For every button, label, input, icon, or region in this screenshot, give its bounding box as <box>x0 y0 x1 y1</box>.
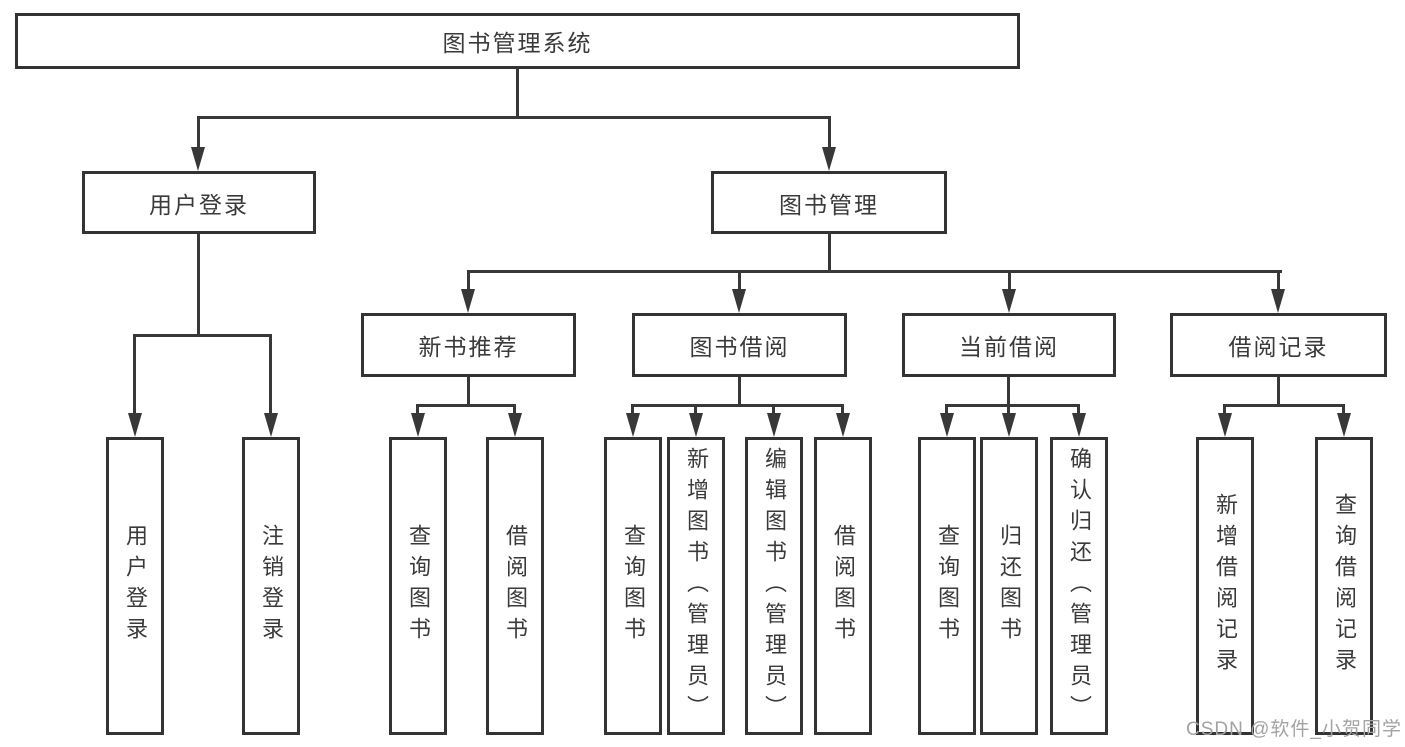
leaf-query-books-borrow: 查询图书 <box>604 437 662 735</box>
leaf-query-books-current: 查询图书 <box>918 437 976 735</box>
arrow-down-icon <box>1271 289 1285 313</box>
connector-line <box>416 404 516 407</box>
node-book-management: 图书管理 <box>711 171 947 234</box>
leaf-label: 借阅图书 <box>831 524 856 648</box>
leaf-label: 借阅图书 <box>503 524 528 648</box>
leaf-add-book-admin: 新增图书（管理员） <box>667 437 725 735</box>
leaf-user-login: 用户登录 <box>106 437 164 735</box>
connector-line <box>513 404 516 416</box>
arrow-down-icon <box>940 413 954 437</box>
connector-line <box>1077 404 1080 416</box>
connector-line <box>467 270 470 292</box>
connector-line <box>197 234 200 337</box>
leaf-return-book: 归还图书 <box>980 437 1038 735</box>
leaf-query-borrow-record: 查询借阅记录 <box>1315 437 1373 735</box>
connector-line <box>631 404 634 416</box>
connector-line <box>467 270 1282 273</box>
arrow-down-icon <box>836 413 850 437</box>
arrow-down-icon <box>767 413 781 437</box>
leaf-label: 注销登录 <box>259 524 284 648</box>
connector-line <box>1007 377 1010 407</box>
arrow-down-icon <box>264 413 278 437</box>
connector-line <box>1008 270 1011 292</box>
arrow-down-icon <box>689 413 703 437</box>
arrow-down-icon <box>1218 413 1232 437</box>
arrow-down-icon <box>128 413 142 437</box>
connector-line <box>1223 404 1345 407</box>
node-borrow-records: 借阅记录 <box>1170 313 1387 377</box>
arrow-down-icon <box>626 413 640 437</box>
connector-line <box>945 404 1080 407</box>
arrow-down-icon <box>1337 413 1351 437</box>
leaf-edit-book-admin: 编辑图书（管理员） <box>745 437 803 735</box>
connector-line <box>133 334 272 337</box>
leaf-label: 查询图书 <box>406 524 431 648</box>
connector-line <box>133 334 136 416</box>
connector-line <box>945 404 948 416</box>
arrow-down-icon <box>1002 289 1016 313</box>
leaf-logout: 注销登录 <box>242 437 300 735</box>
leaf-label: 编辑图书（管理员） <box>762 446 787 726</box>
connector-line <box>1277 270 1280 292</box>
arrow-down-icon <box>191 147 205 171</box>
leaf-label: 新增图书（管理员） <box>684 446 709 726</box>
leaf-query-books-recommend: 查询图书 <box>389 437 447 735</box>
connector-line <box>516 68 519 118</box>
connector-line <box>1223 404 1226 416</box>
connector-line <box>738 377 741 407</box>
leaf-label: 归还图书 <box>997 524 1022 648</box>
connector-line <box>467 377 470 407</box>
connector-line <box>631 404 844 407</box>
node-new-book-recommend: 新书推荐 <box>361 313 576 377</box>
leaf-label: 确认归还（管理员） <box>1067 446 1092 726</box>
leaf-add-borrow-record: 新增借阅记录 <box>1196 437 1254 735</box>
arrow-down-icon <box>411 413 425 437</box>
node-user-login: 用户登录 <box>82 171 316 234</box>
connector-line <box>772 404 775 416</box>
connector-line <box>416 404 419 416</box>
arrow-down-icon <box>1002 413 1016 437</box>
leaf-label: 查询借阅记录 <box>1332 493 1357 679</box>
connector-line <box>197 116 200 149</box>
connector-line <box>1007 404 1010 416</box>
connector-line <box>694 404 697 416</box>
connector-line <box>738 270 741 292</box>
leaf-borrow-books-2: 借阅图书 <box>814 437 872 735</box>
arrow-down-icon <box>822 147 836 171</box>
leaf-label: 查询图书 <box>935 524 960 648</box>
connector-line <box>269 334 272 416</box>
node-current-borrow: 当前借阅 <box>902 313 1116 377</box>
leaf-borrow-books-recommend: 借阅图书 <box>486 437 544 735</box>
connector-line <box>197 116 831 119</box>
arrow-down-icon <box>508 413 522 437</box>
leaf-confirm-return-admin: 确认归还（管理员） <box>1050 437 1108 735</box>
connector-line <box>1277 377 1280 407</box>
leaf-label: 用户登录 <box>123 524 148 648</box>
leaf-label: 查询图书 <box>621 524 646 648</box>
arrow-down-icon <box>1072 413 1086 437</box>
connector-line <box>841 404 844 416</box>
arrow-down-icon <box>732 289 746 313</box>
leaf-label: 新增借阅记录 <box>1213 493 1238 679</box>
arrow-down-icon <box>461 289 475 313</box>
connector-line <box>828 234 831 272</box>
node-book-borrow: 图书借阅 <box>632 313 847 377</box>
connector-line <box>1342 404 1345 416</box>
watermark: CSDN @软件_小贺同学 <box>1186 719 1402 740</box>
connector-line <box>828 116 831 149</box>
node-root: 图书管理系统 <box>15 13 1020 69</box>
